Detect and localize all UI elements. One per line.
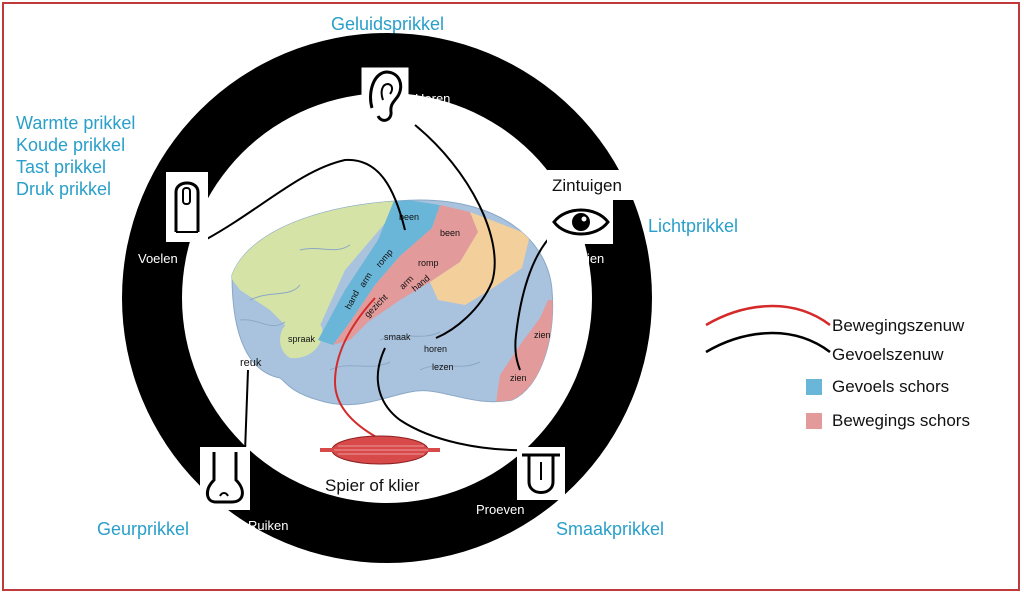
nerve-smell [244,369,249,453]
nerve-vision [514,231,556,371]
legend-sensory-nerve: Gevoelszenuw [832,345,944,364]
sense-organs-label: Zintuigen [552,176,622,195]
eye-icon [547,200,613,244]
region-lezen: lezen [432,362,454,372]
stimulus-cold: Koude prikkel [16,135,126,155]
sense-hearing-label: Horen [415,91,450,106]
stimulus-smell: Geurprikkel [97,519,190,539]
legend [705,304,831,354]
motor-cortex-strip [333,205,478,345]
finger-icon [166,172,208,242]
sense-organs-box [545,170,637,200]
legend-motor-nerve-line [705,304,831,327]
region-smaak: smaak [384,332,411,342]
region-been-sensory: been [399,212,419,222]
stimulus-taste: Smaakprikkel [556,519,665,539]
brain [231,199,554,406]
region-horen: horen [424,344,447,354]
ear-icon [361,67,409,127]
sense-seeing-label: Zien [579,251,604,266]
region-spraak: spraak [288,334,316,344]
legend-motor-cortex: Bewegings schors [832,411,970,430]
legend-motor-cortex-swatch [806,413,822,429]
tongue-icon [517,447,565,500]
legend-sensory-cortex: Gevoels schors [832,377,950,396]
stimulus-sound: Geluidsprikkel [331,14,445,34]
effector-label: Spier of klier [325,476,420,495]
stimulus-warmth: Warmte prikkel [16,113,136,133]
legend-sensory-nerve-line [705,331,831,354]
muscle-icon [320,435,440,465]
sense-feeling-label: Voelen [138,251,178,266]
region-zien-1: zien [534,330,551,340]
association-area [430,212,530,305]
legend-sensory-cortex-swatch [806,379,822,395]
nerve-motor [333,297,379,439]
stimulus-pressure: Druk prikkel [16,179,112,199]
region-been-motor: been [440,228,460,238]
region-reuk: reuk [240,357,262,369]
region-zien-2: zien [510,373,527,383]
legend-motor-nerve: Bewegingszenuw [832,316,965,335]
stimulus-light: Lichtprikkel [648,216,739,236]
speech-area [280,317,323,359]
nerve-touch [204,158,406,241]
sensory-cortex-strip [318,200,440,345]
nerve-taste [376,347,536,452]
region-romp-motor: romp [418,258,439,268]
nose-icon [200,447,250,510]
sense-tasting-label: Proeven [476,502,524,517]
sense-smelling-label: Ruiken [248,518,288,533]
nerve-hearing [414,124,496,339]
stimulus-touch: Tast prikkel [16,157,107,177]
